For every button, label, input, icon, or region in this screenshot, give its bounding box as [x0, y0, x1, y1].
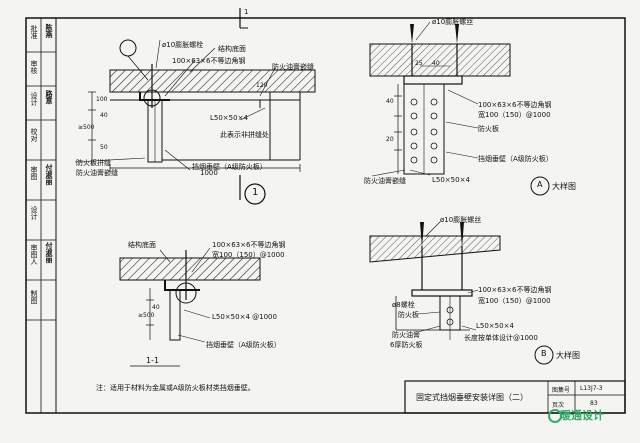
page-value: 83	[590, 400, 598, 407]
s1-number: 1	[252, 187, 259, 198]
a-anchor-label: ø10膨胀螺丝	[432, 18, 474, 26]
a-title: 大样图	[552, 182, 576, 191]
side-label-design-top: 设计	[30, 92, 38, 106]
set-value: L13J7-3	[580, 385, 603, 392]
side-label-check: 校对	[30, 128, 38, 142]
b-angle2-label: L50×50×4	[476, 322, 514, 330]
a-tag: A	[537, 180, 543, 189]
b-title: 大样图	[556, 351, 580, 360]
side-label-draft: 制图	[30, 290, 38, 304]
a-panel-label: 挡烟垂壁（A级防火板）	[478, 155, 553, 163]
footnote: 注：适用于材料为金属或A级防火板材类挡烟垂壁。	[96, 384, 255, 392]
a-board-label: 防火板	[478, 125, 499, 133]
a-angle-w-label: 宽100（150）@1000	[478, 111, 551, 119]
section-1-1-drawing	[119, 247, 261, 367]
b-sealant-label: 防火油膏	[392, 331, 420, 339]
s1-panel-label: 挡烟垂壁（A级防火板）	[192, 163, 267, 171]
s1-dim-40: 40	[100, 112, 108, 119]
s1-edge-label: 防火板拼缝	[76, 159, 111, 167]
side-label-audit: 审图	[30, 166, 38, 180]
a-dim-20: 20	[386, 136, 394, 143]
s1-anchor-label: ø10膨胀螺栓	[162, 41, 204, 49]
detail-b-drawing	[369, 221, 554, 365]
a-dim-40: 40	[386, 98, 394, 105]
b-angle2-note: 长度按单体设计@1000	[464, 334, 538, 342]
b-bolt-label: ø8螺栓	[392, 301, 415, 309]
side-label-auditor: 审图人	[30, 244, 38, 265]
section-1-drawing	[74, 8, 316, 205]
s1-sealant-label: 防火油膏嵌缝	[272, 63, 314, 71]
s11-angle2-label: L50×50×4 @1000	[212, 313, 277, 321]
set-label: 图集号	[552, 387, 571, 394]
side-value-audit: 付淑丽	[45, 164, 53, 185]
b-tag: B	[541, 349, 547, 358]
side-label-design: 设计	[30, 206, 38, 220]
b-anchor-label: ø10膨胀螺丝	[440, 216, 482, 224]
side-value-design-top: 路意	[45, 90, 53, 104]
s1-section-mark: 1	[244, 8, 249, 16]
detail-a-drawing	[369, 21, 550, 196]
a-angle-label: 100×63×6不等边角钢	[478, 101, 552, 109]
side-label-approve: 批准	[30, 25, 38, 39]
page-label: 页次	[552, 402, 565, 409]
s1-dim-120: 120	[256, 82, 268, 89]
b-board-label: 防火板	[398, 311, 419, 319]
title-block-frame	[404, 380, 626, 414]
b-sealant2-label: 6厚防火板	[390, 341, 423, 349]
s1-width-label: 1000	[200, 169, 218, 177]
s1-beam-label: 结构底面	[218, 45, 246, 53]
s11-angle-w-label: 宽100（150）@1000	[212, 251, 285, 259]
watermark-text: 暖通设计	[560, 409, 604, 422]
side-label-review: 审核	[30, 60, 38, 74]
s11-panel-label: 挡烟垂壁（A级防火板）	[206, 341, 281, 349]
s11-angle-label: 100×63×6不等边角钢	[212, 241, 286, 249]
s1-dim-50: 50	[100, 144, 108, 151]
s11-beam-label: 结构底面	[128, 241, 156, 249]
s1-angle-label: 100×63×6不等边角钢	[172, 57, 246, 65]
s11-dim-40: 40	[152, 304, 160, 311]
a-top-dim-40: 40	[432, 60, 440, 67]
side-value-approve: 陈燕	[45, 24, 53, 38]
drawing-title: 固定式挡烟垂壁安装详图（二）	[416, 393, 528, 402]
s11-dim-500: ≥500	[138, 312, 155, 319]
a-top-dim-25: 25	[415, 60, 423, 67]
watermark-icon	[548, 409, 562, 423]
a-sealant-label: 防火油膏嵌缝	[364, 177, 406, 185]
s1-note-label: 此表示非拼缝处	[220, 131, 269, 139]
b-angle-label: 100×63×6不等边角钢	[478, 286, 552, 294]
b-angle-w-label: 宽100（150）@1000	[478, 297, 551, 305]
s11-section-label: 1-1	[146, 356, 160, 365]
a-angle2-label: L50×50×4	[432, 176, 470, 184]
s1-dim-100: 100	[96, 96, 108, 103]
s1-dim-500: ≥500	[78, 124, 95, 131]
side-value-auditor: 付淑丽	[45, 242, 53, 263]
s1-edge2-label: 防火油膏嵌缝	[76, 169, 118, 177]
s1-angle2-label: L50×50×4	[210, 114, 248, 122]
